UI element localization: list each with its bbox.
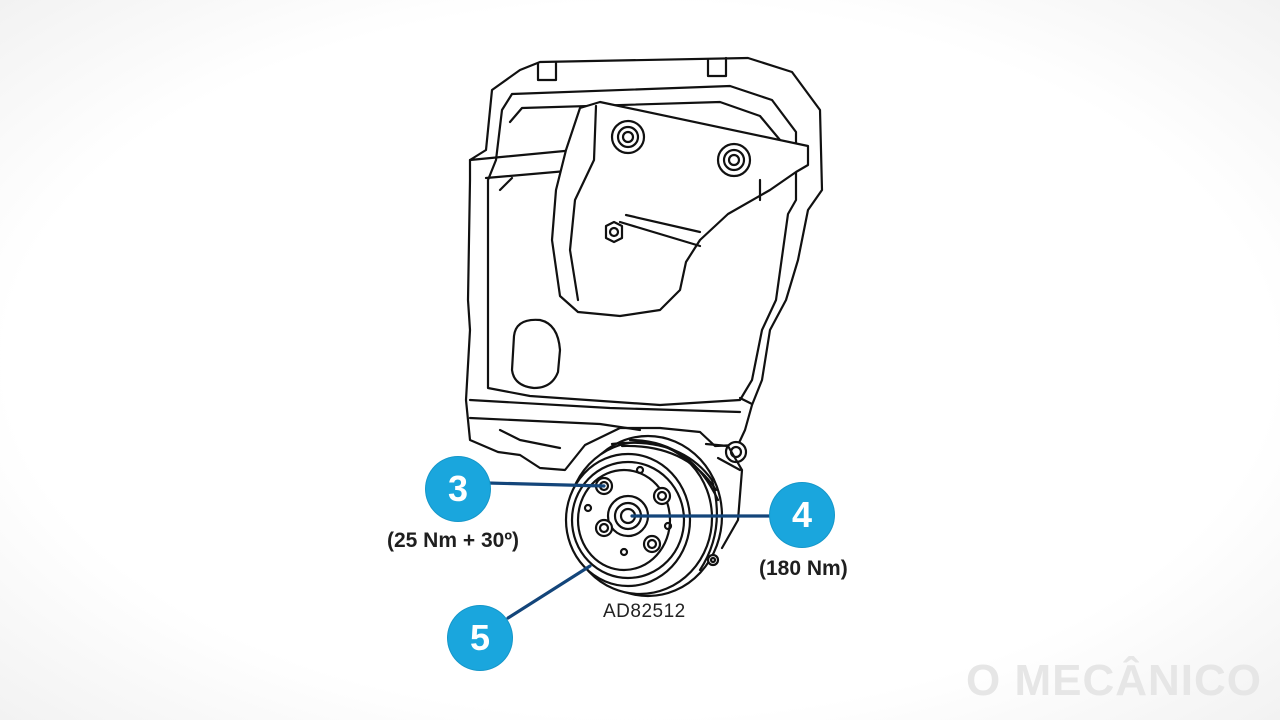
brand-watermark: O MECÂNICO	[966, 656, 1262, 705]
plate-bolt-1	[610, 119, 646, 155]
plate-bolt-2	[716, 142, 752, 178]
drawing-reference-code: AD82512	[603, 601, 686, 622]
plate-nut	[604, 220, 624, 244]
callout-badge-5: 5	[448, 606, 512, 670]
leader-line-5	[506, 564, 592, 620]
torque-spec-3: (25 Nm + 30º)	[387, 529, 519, 552]
leader-line-3	[486, 481, 606, 488]
inner-rim	[486, 84, 798, 407]
callout-badge-4: 4	[770, 483, 834, 547]
torque-spec-4: (180 Nm)	[759, 557, 848, 580]
oval-opening	[510, 318, 562, 390]
leader-lines	[486, 481, 772, 620]
top-tab-right	[706, 56, 728, 78]
lower-fastener	[706, 553, 720, 567]
top-tab-left	[536, 60, 558, 82]
callout-badge-3: 3	[426, 457, 490, 521]
